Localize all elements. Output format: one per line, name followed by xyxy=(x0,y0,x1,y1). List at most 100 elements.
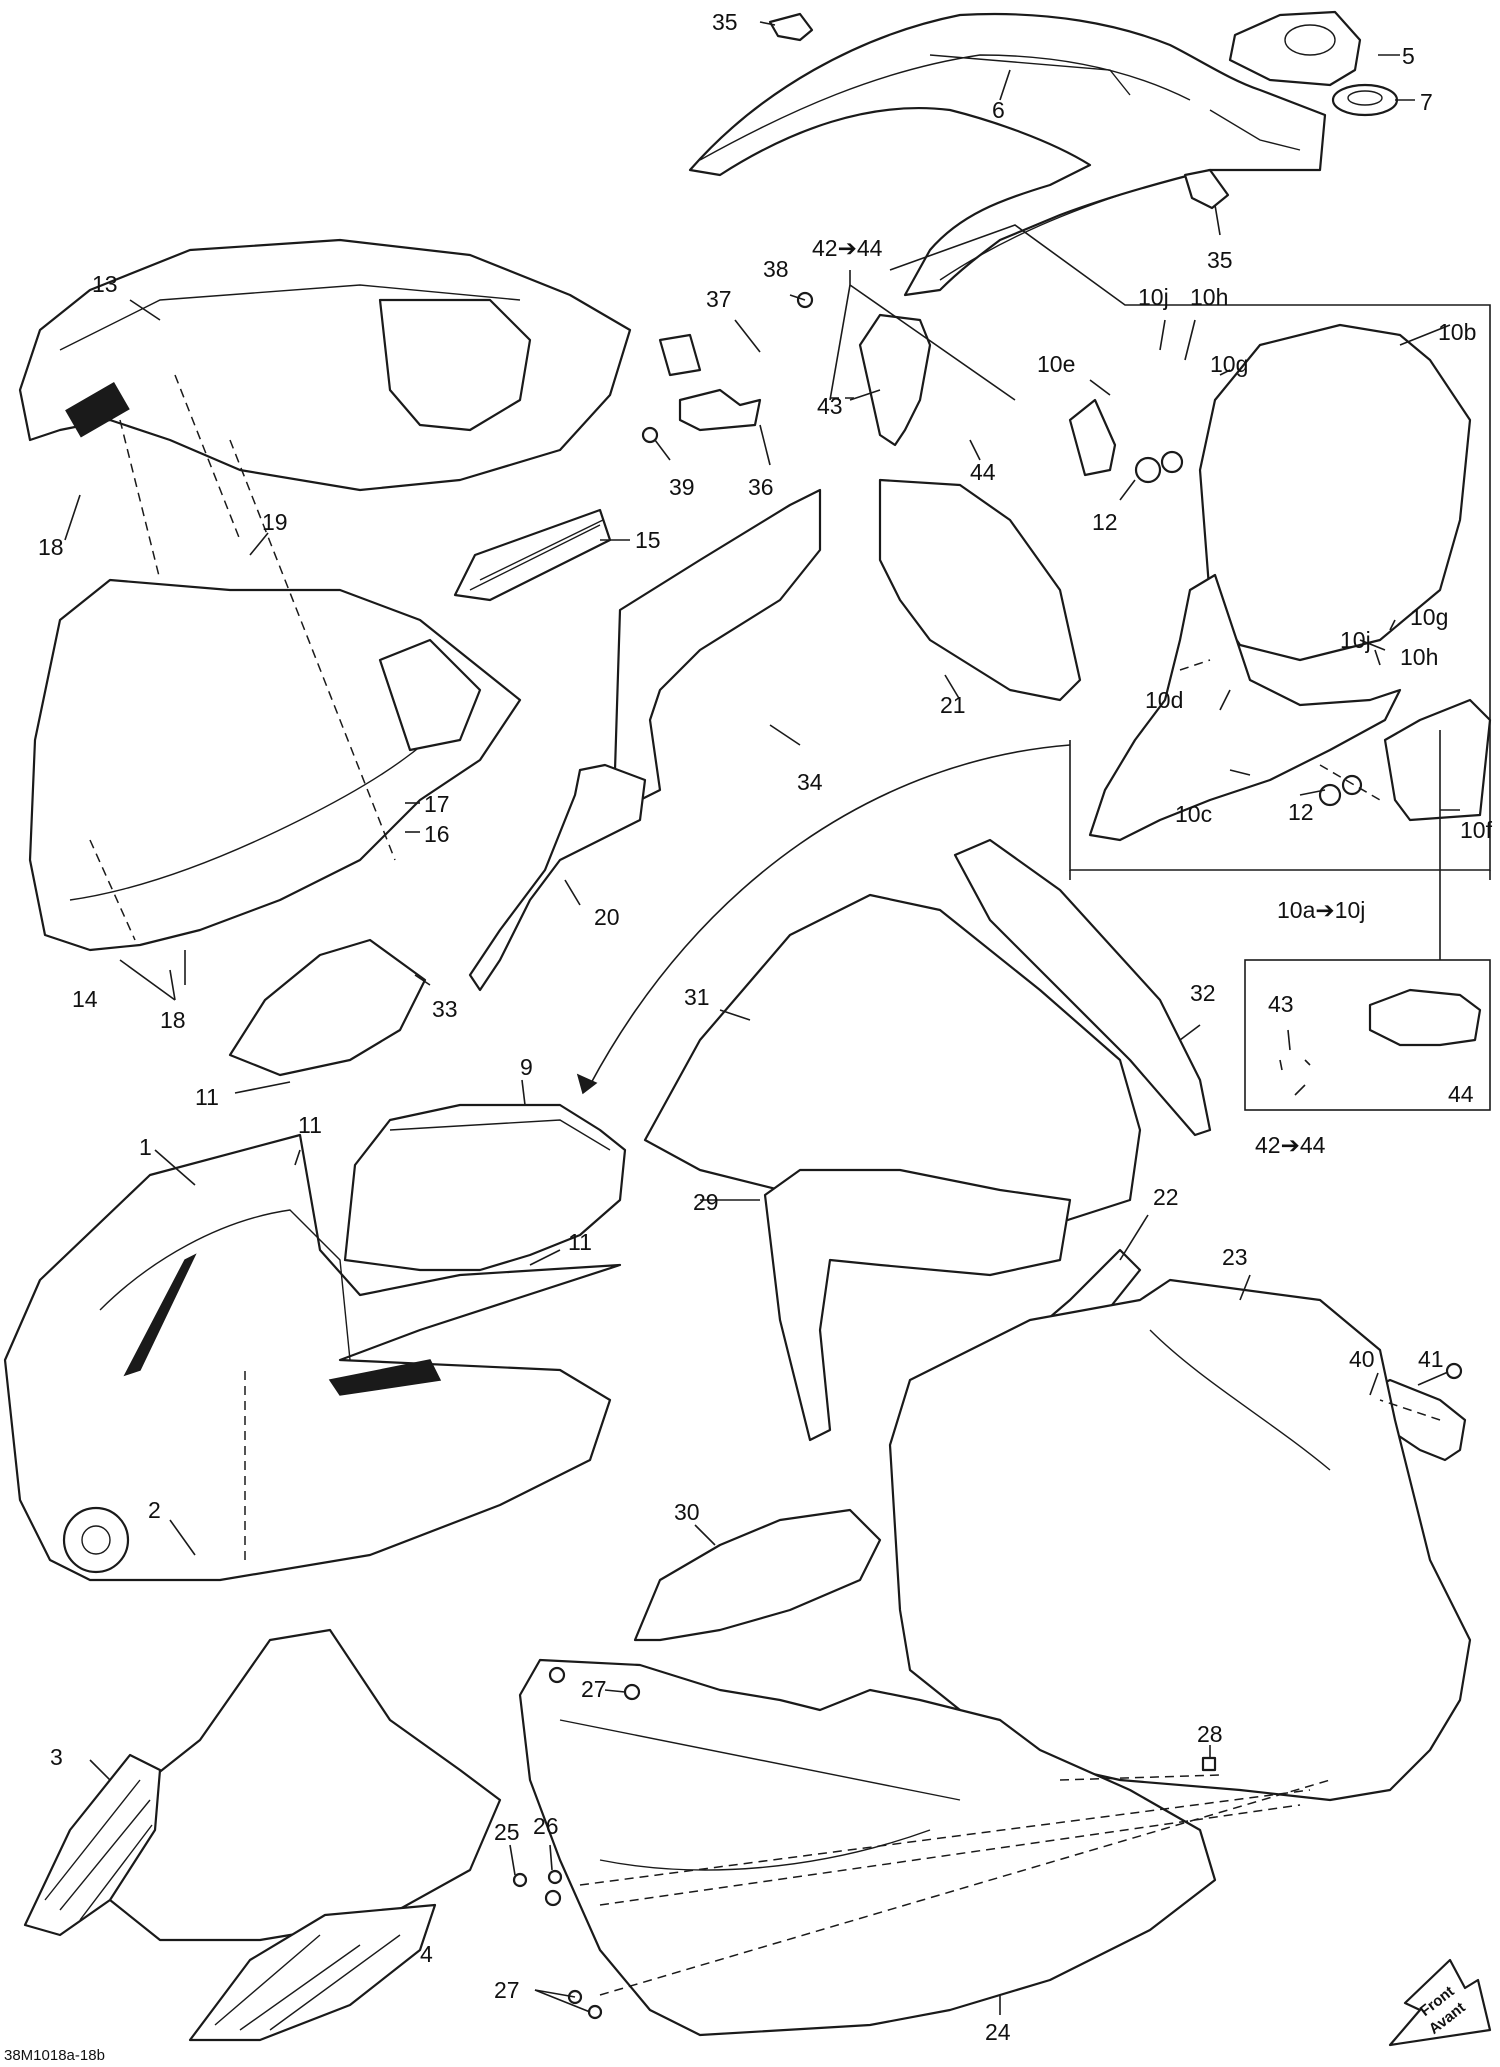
part-26-washer xyxy=(547,1869,563,1885)
callout-20: 20 xyxy=(594,904,620,930)
callout-9: 9 xyxy=(520,1054,533,1080)
callout-labels: 35 6 5 7 35 13 18 19 15 17 16 14 18 38 3… xyxy=(38,9,1493,2045)
callout-5: 5 xyxy=(1402,43,1415,69)
part-30-panel xyxy=(633,1508,882,1642)
kit-box-42-44 xyxy=(1244,959,1491,1111)
part-35-clip-top xyxy=(768,12,814,42)
callout-44b: 44 xyxy=(1448,1081,1474,1107)
part-15-vent-grille xyxy=(453,508,612,602)
callout-28: 28 xyxy=(1197,1721,1223,1747)
callout-41: 41 xyxy=(1418,1346,1444,1372)
part-20-panel xyxy=(468,763,647,992)
part-37-bracket xyxy=(658,333,702,377)
callout-27a: 27 xyxy=(581,1676,607,1702)
callout-33: 33 xyxy=(432,996,458,1022)
callout-21: 21 xyxy=(940,692,966,718)
callout-10j-mid: 10j xyxy=(1340,627,1371,653)
part-1-nose-cover xyxy=(3,1133,622,1582)
part-6-upper-console xyxy=(688,12,1327,297)
callout-36: 36 xyxy=(748,474,774,500)
callout-1: 1 xyxy=(139,1134,152,1160)
callout-42-44b: 42➔44 xyxy=(1255,1132,1326,1158)
callout-18b: 18 xyxy=(160,1007,186,1033)
callout-35b: 35 xyxy=(1207,247,1233,273)
callout-10c: 10c xyxy=(1175,801,1212,827)
callout-39: 39 xyxy=(669,474,695,500)
callout-24: 24 xyxy=(985,2019,1011,2045)
part-41-screw xyxy=(1445,1362,1463,1380)
callout-38: 38 xyxy=(763,256,789,282)
callout-11c: 11 xyxy=(568,1229,592,1255)
part-42-mirror-top xyxy=(858,313,932,447)
callout-34: 34 xyxy=(797,769,823,795)
callout-23: 23 xyxy=(1222,1244,1248,1270)
part-10f-bracket xyxy=(1383,698,1492,822)
part-25-screw xyxy=(512,1872,528,1888)
callout-10b: 10b xyxy=(1438,319,1476,345)
part-10e-bracket xyxy=(1068,398,1117,477)
assembly-arc xyxy=(576,744,1071,1095)
part-3-honeycomb-grille xyxy=(23,1753,162,1937)
part-33-panel xyxy=(228,938,427,1077)
part-10b-windshield xyxy=(1198,323,1472,662)
callout-26: 26 xyxy=(533,1813,559,1839)
callout-13: 13 xyxy=(92,271,118,297)
part-14-lower-panel xyxy=(28,578,522,952)
callout-19: 19 xyxy=(262,509,288,535)
callout-10e: 10e xyxy=(1037,351,1075,377)
part-2-panel xyxy=(78,1628,502,1942)
callout-43a: 43 xyxy=(817,393,843,419)
callout-12b: 12 xyxy=(1288,799,1314,825)
callout-14: 14 xyxy=(72,986,98,1012)
assembly-lines xyxy=(89,374,1441,1996)
part-29-panel xyxy=(763,1168,1072,1442)
callout-32: 32 xyxy=(1190,980,1216,1006)
part-21-panel xyxy=(878,478,1082,702)
part-36-mount xyxy=(678,388,762,432)
callout-15: 15 xyxy=(635,527,661,553)
callout-10a-10j: 10a➔10j xyxy=(1277,897,1365,923)
callout-3: 3 xyxy=(50,1744,63,1770)
callout-43b: 43 xyxy=(1268,991,1294,1017)
callout-11b: 11 xyxy=(298,1112,322,1138)
callout-25: 25 xyxy=(494,1819,520,1845)
callout-11a: 11 xyxy=(195,1084,219,1110)
callout-42-44a: 42➔44 xyxy=(812,235,883,261)
callout-35a: 35 xyxy=(712,9,738,35)
callout-44a: 44 xyxy=(970,459,996,485)
callout-29: 29 xyxy=(693,1189,719,1215)
part-13-hood xyxy=(18,238,632,492)
part-32-panel xyxy=(953,838,1212,1137)
callout-10h-top: 10h xyxy=(1190,284,1228,310)
part-4-honeycomb-grille xyxy=(188,1903,437,2042)
callout-2: 2 xyxy=(148,1497,161,1523)
callout-27b: 27 xyxy=(494,1977,520,2003)
callout-18a: 18 xyxy=(38,534,64,560)
front-direction-arrow: Front Avant xyxy=(1388,1958,1492,2047)
callout-31: 31 xyxy=(684,984,710,1010)
callout-10d: 10d xyxy=(1145,687,1183,713)
part-9-headlamp-housing xyxy=(343,1103,627,1272)
callout-37: 37 xyxy=(706,286,732,312)
part-35-clip-right xyxy=(1183,168,1230,210)
part-10c-windshield-frame xyxy=(1088,573,1402,842)
callout-10j-top: 10j xyxy=(1138,284,1169,310)
leader-lines xyxy=(64,21,1491,2015)
callout-30: 30 xyxy=(674,1499,700,1525)
callout-17: 17 xyxy=(424,791,450,817)
part-5-gauge-plate xyxy=(1228,10,1362,87)
callout-16: 16 xyxy=(424,821,450,847)
part-28-clip xyxy=(1201,1756,1217,1772)
part-39-nut xyxy=(641,426,659,444)
callout-4: 4 xyxy=(420,1941,433,1967)
callout-10f: 10f xyxy=(1460,817,1493,843)
callout-6: 6 xyxy=(992,97,1005,123)
callout-7: 7 xyxy=(1420,89,1433,115)
callout-10g-top: 10g xyxy=(1210,351,1248,377)
document-reference: 38M1018a-18b xyxy=(4,2047,105,2064)
callout-12a: 12 xyxy=(1092,509,1118,535)
callout-10g-mid: 10g xyxy=(1410,604,1448,630)
callout-10h-mid: 10h xyxy=(1400,644,1438,670)
callout-40: 40 xyxy=(1349,1346,1375,1372)
